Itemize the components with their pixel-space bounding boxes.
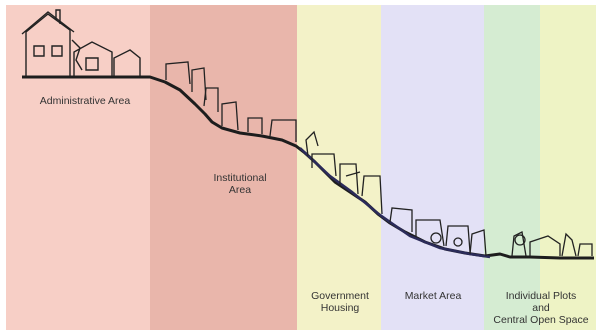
institutional-buildings-sketch: [165, 61, 297, 142]
government-housing-sketch: [305, 130, 383, 215]
zone-label-market: Market Area: [404, 290, 462, 302]
zone-band-individual-plots: [484, 5, 540, 330]
zone-label-government-housing: Government Housing: [311, 290, 369, 314]
zone-label-individual-plots: Individual Plots and Central Open Space: [493, 290, 589, 326]
zone-label-institutional: Institutional Area: [213, 172, 267, 196]
zone-band-institutional: [150, 5, 297, 330]
zone-band-government-housing: [297, 5, 381, 330]
zone-label-administrative: Administrative Area: [39, 95, 131, 107]
administrative-buildings-sketch: [21, 9, 141, 76]
zone-band-administrative: [6, 5, 150, 330]
individual-plots-sketch: [511, 231, 593, 257]
zone-band-central-open-space: [540, 5, 596, 330]
market-sketch: [389, 207, 487, 257]
zone-band-market: [381, 5, 484, 330]
